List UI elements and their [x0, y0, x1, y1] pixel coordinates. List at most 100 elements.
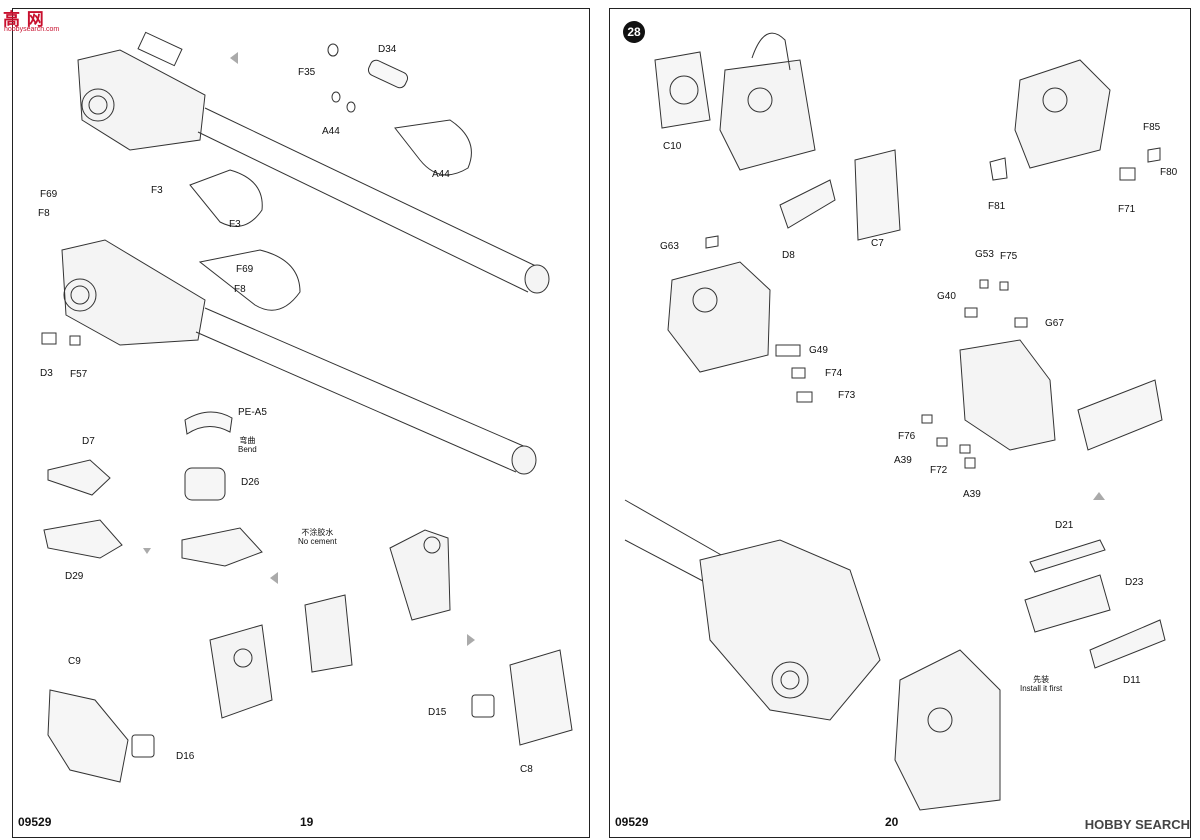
note-bend-cn: 弯曲	[239, 436, 256, 445]
part-F72	[959, 444, 971, 454]
label-F57: F57	[70, 369, 88, 380]
label-F75: F75	[1000, 251, 1018, 262]
label-F74: F74	[825, 368, 843, 379]
source-watermark: HOBBY SEARCH	[1084, 817, 1190, 832]
gun-mount-housing-top	[719, 32, 816, 171]
part-C9	[47, 689, 129, 783]
part-D7	[47, 459, 111, 496]
part-F85	[1147, 147, 1161, 163]
label-F73: F73	[838, 390, 856, 401]
part-C8	[509, 649, 573, 746]
part-PE-A5	[184, 411, 233, 435]
label-F69-callout: F69	[236, 264, 254, 275]
label-F8: F8	[38, 208, 50, 219]
part-D16	[131, 734, 155, 758]
label-D11: D11	[1123, 675, 1141, 686]
product-code-right: 09529	[615, 815, 649, 829]
label-G40: G40	[937, 291, 956, 302]
site-logo-url: hobbysearch.com	[4, 26, 60, 33]
note-no-cement: 不涂胶水 No cement	[298, 528, 337, 546]
note-bend: 弯曲 Bend	[238, 436, 257, 454]
label-F3-callout: F3	[229, 219, 241, 230]
part-D3	[41, 332, 57, 345]
label-G53: G53	[975, 249, 994, 260]
label-D15: D15	[428, 707, 447, 718]
label-F81: F81	[988, 201, 1006, 212]
part-F71	[1119, 167, 1136, 181]
label-C8: C8	[520, 764, 533, 775]
part-C10	[654, 51, 711, 129]
label-D8: D8	[782, 250, 795, 261]
label-C7: C7	[871, 238, 884, 249]
label-F3: F3	[151, 185, 163, 196]
label-F69: F69	[40, 189, 58, 200]
label-D29: D29	[65, 571, 84, 582]
label-A39-lower: A39	[963, 489, 981, 500]
label-C9: C9	[68, 656, 81, 667]
part-G49	[775, 344, 801, 357]
label-A44-callout: A44	[432, 169, 450, 180]
label-D26: D26	[241, 477, 260, 488]
label-G49: G49	[809, 345, 828, 356]
label-D7: D7	[82, 436, 95, 447]
label-C10: C10	[663, 141, 682, 152]
page-number-left: 19	[300, 815, 314, 829]
label-F71: F71	[1118, 204, 1136, 215]
label-F72: F72	[930, 465, 948, 476]
part-F73	[796, 391, 813, 403]
note-no-cement-en: No cement	[298, 537, 337, 547]
note-bend-en: Bend	[238, 445, 257, 455]
part-A39-upper	[936, 437, 948, 447]
part-C7	[854, 149, 901, 241]
callout-F69-F8	[198, 249, 301, 311]
site-logo: 高 网	[3, 10, 45, 29]
part-D34	[327, 43, 409, 113]
label-F8-callout: F8	[234, 284, 246, 295]
part-G53	[979, 279, 989, 289]
label-G63: G63	[660, 241, 679, 252]
final-gun-assembly	[624, 499, 1001, 811]
part-D26	[181, 467, 263, 567]
part-A39-lower	[964, 457, 976, 469]
part-F74	[791, 367, 806, 379]
part-D15	[471, 694, 495, 718]
part-D8	[779, 179, 836, 229]
part-G40	[964, 307, 978, 318]
label-D21: D21	[1055, 520, 1074, 531]
step-number-badge: 28	[623, 21, 645, 43]
note-install-first-cn: 先装	[1033, 675, 1050, 684]
part-G67	[1014, 317, 1028, 328]
upper-gun-barrel	[77, 31, 550, 294]
label-D34: D34	[378, 44, 397, 55]
label-PE-A5: PE-A5	[238, 407, 267, 418]
flow-arrows	[143, 52, 1105, 646]
label-F80: F80	[1160, 167, 1178, 178]
label-F76: F76	[898, 431, 916, 442]
breech-bracket-assembly	[209, 529, 451, 719]
part-D21	[1029, 539, 1106, 573]
lower-gun-barrel	[61, 239, 537, 475]
label-F35: F35	[298, 67, 316, 78]
part-F81	[989, 157, 1008, 181]
note-install-first-en: Install it first	[1020, 684, 1063, 694]
label-D3: D3	[40, 368, 53, 379]
gun-mount-subassembly-right	[1014, 59, 1111, 169]
product-code-left: 09529	[18, 815, 52, 829]
part-G63	[705, 235, 719, 249]
label-D23: D23	[1125, 577, 1144, 588]
gun-mount-subassembly-left	[667, 261, 771, 373]
label-A44: A44	[322, 126, 340, 137]
label-F85: F85	[1143, 122, 1161, 133]
label-A39: A39	[894, 455, 912, 466]
part-F57	[69, 335, 81, 346]
callout-A44	[394, 119, 472, 176]
page-number-right: 20	[885, 815, 899, 829]
part-D23	[1024, 574, 1111, 633]
part-F76	[921, 414, 933, 424]
note-install-first: 先装 Install it first	[1020, 675, 1062, 693]
callout-F3	[189, 169, 263, 227]
note-no-cement-cn: 不涂胶水	[301, 528, 334, 537]
gun-mount-subassembly-center	[959, 339, 1163, 451]
part-D11	[1089, 619, 1166, 669]
